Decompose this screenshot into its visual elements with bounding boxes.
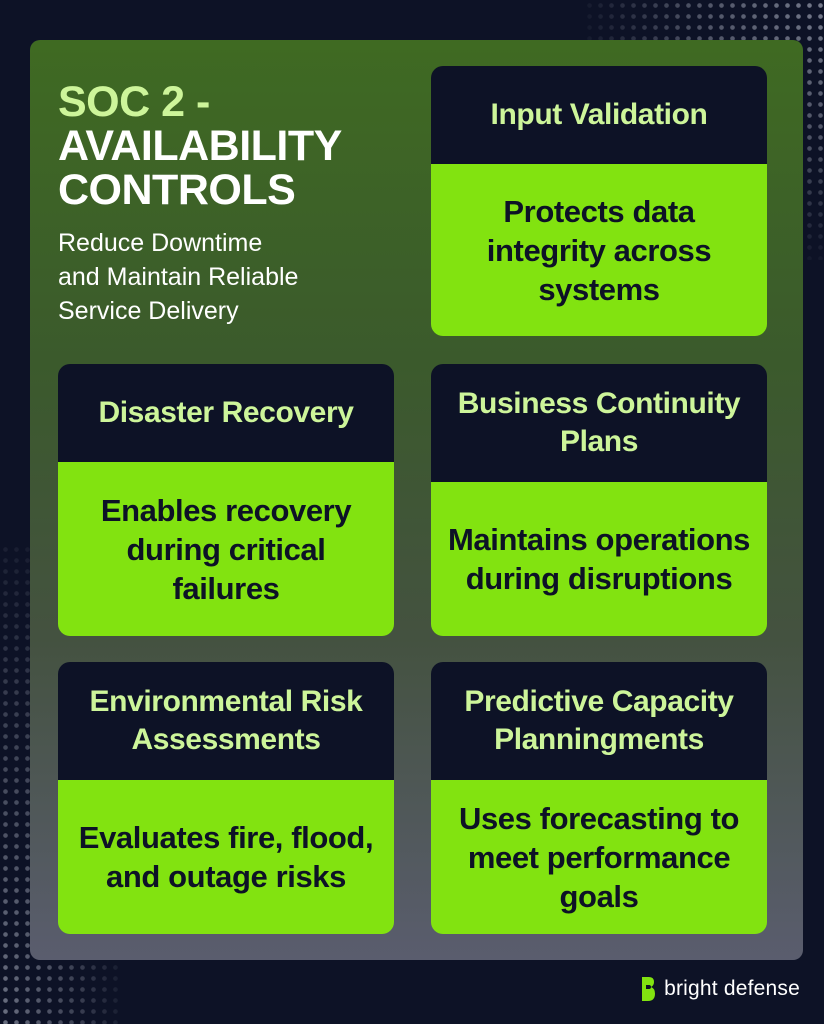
card-description: Evaluates fire, flood, and outage risks (58, 780, 394, 934)
card-description: Uses forecasting to meet performance goa… (431, 780, 767, 934)
card-title: Disaster Recovery (58, 364, 394, 462)
control-card-business-continuity: Business Continuity Plans Maintains oper… (431, 364, 767, 636)
title-line-2: AVAILABILITY (58, 122, 342, 170)
brand-logo: bright defense (640, 976, 800, 1002)
title-line-1: SOC 2 - (58, 78, 210, 126)
card-title: Input Validation (431, 66, 767, 164)
card-description: Protects data integrity across systems (431, 164, 767, 336)
card-description: Maintains operations during disruptions (431, 482, 767, 636)
page-title: SOC 2 - AVAILABILITY CONTROLS (58, 80, 408, 212)
subtitle-line-3: Service Delivery (58, 297, 239, 325)
page-subtitle: Reduce Downtime and Maintain Reliable Se… (58, 226, 408, 328)
control-card-disaster-recovery: Disaster Recovery Enables recovery durin… (58, 364, 394, 636)
subtitle-line-2: and Maintain Reliable (58, 263, 299, 291)
subtitle-line-1: Reduce Downtime (58, 229, 263, 257)
brand-name: bright defense (664, 977, 800, 1000)
header-block: SOC 2 - AVAILABILITY CONTROLS Reduce Dow… (58, 80, 408, 328)
card-title: Business Continuity Plans (431, 364, 767, 482)
title-line-3: CONTROLS (58, 166, 296, 214)
card-title: Environmental Risk Assessments (58, 662, 394, 780)
control-card-predictive-capacity: Predictive Capacity Planningments Uses f… (431, 662, 767, 934)
control-card-environmental-risk: Environmental Risk Assessments Evaluates… (58, 662, 394, 934)
bright-defense-logo-icon (642, 977, 656, 1001)
card-title: Predictive Capacity Planningments (431, 662, 767, 780)
card-description: Enables recovery during critical failure… (58, 462, 394, 636)
control-card-input-validation: Input Validation Protects data integrity… (431, 66, 767, 336)
